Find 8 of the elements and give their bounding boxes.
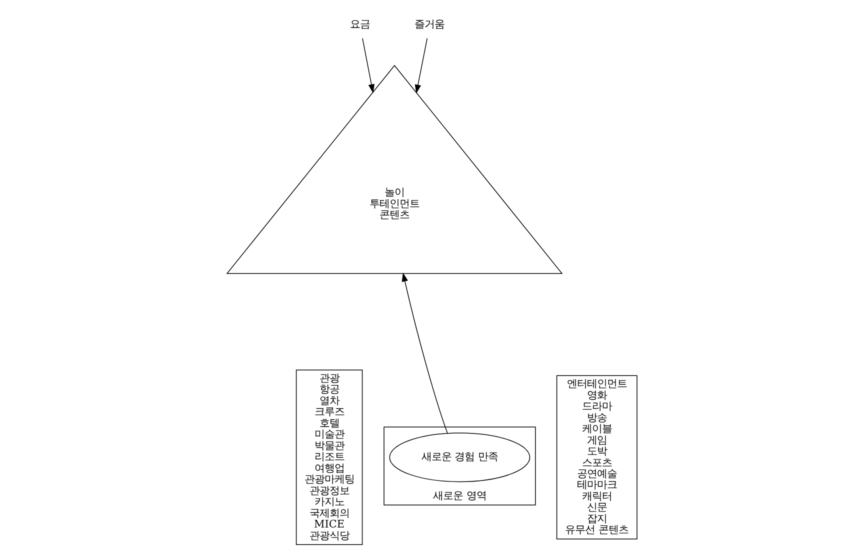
node-box: 관광 항공 열차 크루즈 호텔 미술관 박물관 리조트 여행업 관광마케팅 관광정보 카지노 국제회의 MICE 관광식당 xyxy=(295,370,362,546)
node-box: 엔터테인먼트 영화 드라마 방송 케이블 게임 도박 스포츠 공연예술 테마마크 캐릭터 신문 잡지 유무선 콘텐츠 xyxy=(556,375,637,540)
arrow xyxy=(401,272,448,434)
arrow xyxy=(414,38,428,94)
node-text: 요금 xyxy=(350,18,370,31)
arrow xyxy=(362,38,374,94)
node-ellipse: 새로운 경험 만족 xyxy=(388,432,530,482)
node-text: 즐거움 xyxy=(414,18,444,31)
